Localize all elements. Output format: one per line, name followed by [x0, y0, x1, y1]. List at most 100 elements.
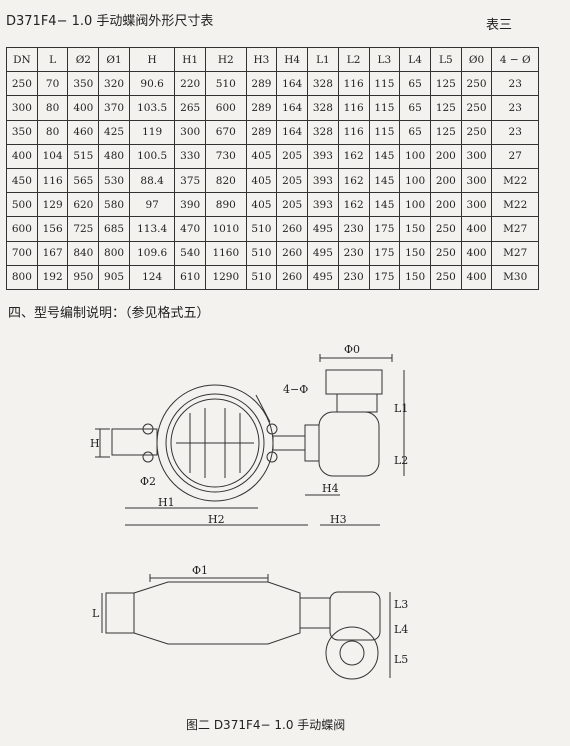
column-header: 4 − Ø	[491, 46, 539, 73]
drawing-labels: Φ0 4−Φ L1 L2 H Φ2 H4 H1 H2 H3 Φ1 L L3 L4…	[90, 343, 408, 666]
table-cell: 600	[205, 95, 247, 121]
table-cell: 150	[399, 240, 431, 266]
table-cell: 610	[174, 264, 207, 290]
table-cell: 500	[6, 192, 38, 218]
table-cell: 220	[174, 71, 207, 97]
table-cell: 250	[6, 71, 38, 97]
table-cell: 23	[491, 95, 539, 121]
section-heading: 四、型号编制说明：（参见格式五）	[8, 306, 210, 321]
table-cell: 400	[460, 216, 493, 242]
table-cell: 450	[6, 167, 38, 194]
table-cell: 200	[429, 192, 462, 218]
table-cell: 205	[276, 143, 309, 169]
label-phi2: Φ2	[140, 475, 156, 488]
table-cell: 162	[337, 143, 370, 169]
column-header: H	[128, 46, 176, 73]
table-cell: 905	[98, 264, 130, 290]
table-cell: 90.6	[128, 71, 176, 97]
table-cell: 192	[36, 264, 69, 290]
table-cell: M27	[491, 240, 539, 266]
table-cell: 145	[368, 192, 401, 218]
table-cell: 115	[368, 95, 401, 121]
table-cell: 115	[368, 119, 401, 145]
table-cell: 580	[98, 192, 130, 218]
table-cell: 116	[337, 95, 370, 121]
valve-drawing: Φ0 4−Φ L1 L2 H Φ2 H4 H1 H2 H3 Φ1 L L3 L4…	[90, 343, 408, 680]
table-cell: 425	[98, 119, 130, 145]
table-cell: 230	[337, 264, 370, 290]
table-cell: 175	[368, 264, 401, 290]
table-cell: 328	[307, 119, 339, 145]
table-cell: 125	[429, 71, 462, 97]
table-cell: 405	[245, 143, 278, 169]
table-cell: 125	[429, 119, 462, 145]
table-cell: 156	[36, 216, 69, 242]
table-cell: 23	[491, 119, 539, 145]
table-cell: 300	[6, 95, 38, 121]
front-view	[95, 354, 405, 526]
table-cell: 260	[276, 264, 309, 290]
table-cell: 119	[128, 119, 176, 145]
table-cell: 164	[276, 95, 309, 121]
table-cell: 145	[368, 143, 401, 169]
table-cell: 730	[205, 143, 247, 169]
table-cell: 393	[307, 192, 339, 218]
table-tag: 表三	[486, 18, 513, 33]
table-cell: 80	[36, 95, 69, 121]
table-cell: 124	[128, 264, 176, 290]
table-cell: 167	[36, 240, 69, 266]
label-H3: H3	[330, 513, 347, 526]
table-cell: 320	[98, 71, 130, 97]
table-cell: 97	[128, 192, 176, 218]
page-title: D371F4− 1.0 手动蝶阀外形尺寸表	[6, 14, 214, 29]
label-phi1: Φ1	[192, 564, 208, 577]
table-cell: 289	[245, 71, 278, 97]
table-cell: 250	[429, 216, 462, 242]
column-header: L3	[368, 46, 401, 73]
table-cell: 250	[460, 119, 493, 145]
table-cell: 515	[67, 143, 100, 169]
table-cell: 100	[399, 167, 431, 194]
table-cell: 104	[36, 143, 69, 169]
table-cell: 400	[6, 143, 38, 169]
top-view	[101, 574, 391, 680]
table-cell: 840	[67, 240, 100, 266]
table-cell: 289	[245, 95, 278, 121]
table-cell: 670	[205, 119, 247, 145]
table-cell: 350	[6, 119, 38, 145]
table-cell: 620	[67, 192, 100, 218]
table-cell: 820	[205, 167, 247, 194]
table-cell: M30	[491, 264, 539, 290]
table-cell: 100	[399, 143, 431, 169]
column-header: H3	[245, 46, 278, 73]
column-header: H4	[276, 46, 309, 73]
table-cell: M22	[491, 192, 539, 218]
table-cell: 400	[460, 264, 493, 290]
table-cell: 250	[429, 264, 462, 290]
table-cell: 230	[337, 216, 370, 242]
table-cell: 175	[368, 240, 401, 266]
table-cell: 200	[429, 143, 462, 169]
table-cell: 88.4	[128, 167, 176, 194]
column-header: Ø1	[98, 46, 130, 73]
table-cell: 115	[368, 71, 401, 97]
figure-caption: 图二 D371F4− 1.0 手动蝶阀	[186, 718, 346, 732]
label-L5: L5	[394, 653, 408, 666]
table-cell: 70	[36, 71, 69, 97]
table-cell: 565	[67, 167, 100, 194]
column-header: L2	[337, 46, 370, 73]
table-cell: 164	[276, 119, 309, 145]
column-header: H2	[205, 46, 247, 73]
table-cell: 950	[67, 264, 100, 290]
table-cell: 129	[36, 192, 69, 218]
table-cell: 250	[460, 71, 493, 97]
table-cell: 393	[307, 143, 339, 169]
table-cell: 725	[67, 216, 100, 242]
table-cell: 116	[36, 167, 69, 194]
table-cell: 150	[399, 264, 431, 290]
